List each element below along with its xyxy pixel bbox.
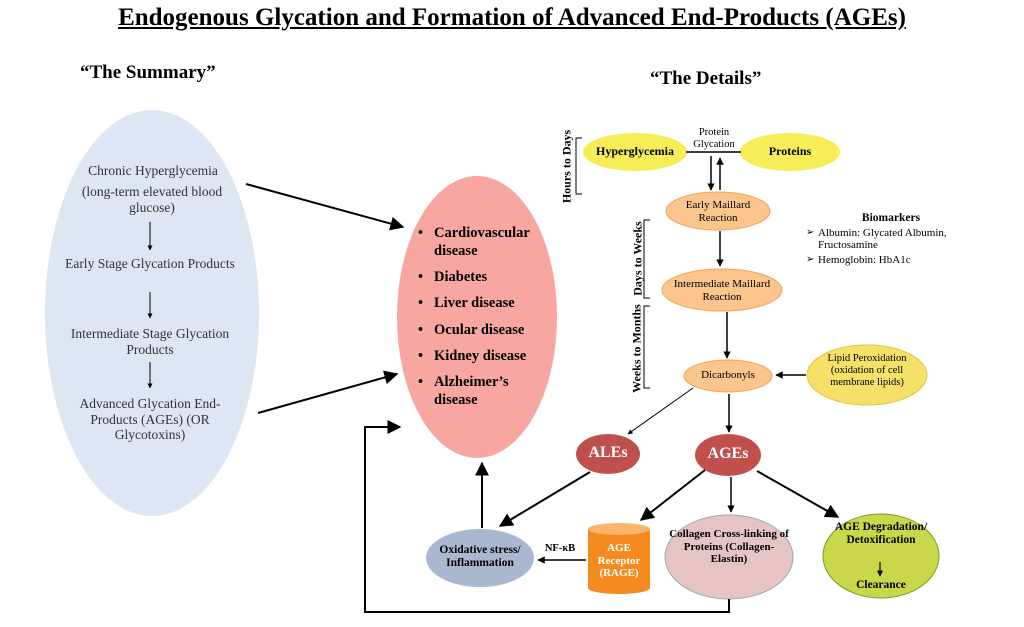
- disease-item: Ocular disease: [418, 321, 548, 339]
- nfkb-label: NF-κB: [544, 543, 576, 554]
- intermediate-maillard-label: Intermediate Maillard Reaction: [673, 278, 771, 303]
- biomarker-albumin: Albumin: Glycated Albumin, Fructosamine: [806, 227, 976, 251]
- feedback-loop-path: [364, 420, 730, 613]
- summary-step-early: Early Stage Glycation Products: [65, 256, 235, 271]
- disease-item: Diabetes: [418, 268, 548, 286]
- hyperglycemia-label: Hyperglycemia: [596, 144, 674, 158]
- summary-step-intermediate: Intermediate Stage Glycation Products: [70, 326, 230, 357]
- arrow-summary-to-disease-top: [245, 183, 405, 231]
- dicarbonyls-node: [683, 359, 773, 393]
- arrow-dicarbonyls-to-ales: [627, 387, 694, 435]
- lipid-peroxidation-node: [806, 344, 928, 406]
- bracket-days: [643, 219, 650, 299]
- details-heading: “The Details”: [650, 68, 762, 89]
- proteins-label: Proteins: [768, 144, 812, 158]
- collagen-label: Collagen Cross-linking of Proteins (Coll…: [669, 528, 789, 566]
- clearance-label: Clearance: [856, 579, 906, 591]
- disease-item: Liver disease: [418, 294, 548, 312]
- disease-list: Cardiovascular disease Diabetes Liver di…: [418, 224, 548, 417]
- summary-heading: “The Summary”: [80, 62, 216, 83]
- protein-glycation-label: Protein Glycation: [693, 127, 735, 150]
- ages-node: [695, 434, 761, 476]
- age-receptor-cylinder: [588, 523, 650, 594]
- disease-item: Alzheimer’s disease: [418, 373, 548, 409]
- disease-item: Cardiovascular disease: [418, 224, 548, 260]
- degradation-label: AGE Degradation/ Detoxification: [834, 521, 928, 547]
- summary-step-advanced: Advanced Glycation End-Products (AGEs) (…: [79, 396, 221, 443]
- time-label-weeks: Weeks to Months: [629, 304, 644, 393]
- biomarkers-box: Biomarkers Albumin: Glycated Albumin, Fr…: [806, 212, 976, 266]
- oxidative-stress-label: Oxidative stress/ Inflammation: [439, 544, 521, 570]
- degradation-node: [822, 513, 940, 599]
- time-label-hours: Hours to Days: [559, 129, 574, 204]
- arrow-ages-to-receptor: [639, 469, 706, 521]
- proteins-node: [740, 133, 840, 171]
- summary-step-hyperglycemia-detail: (long-term elevated blood glucose): [81, 184, 223, 215]
- early-maillard-node: [665, 191, 771, 231]
- arrow-ales-to-oxidative: [498, 471, 591, 527]
- ages-label: AGEs: [707, 445, 749, 462]
- intermediate-maillard-node: [661, 268, 783, 312]
- hyperglycemia-node: [583, 133, 687, 171]
- summary-ellipse: [45, 110, 259, 516]
- ales-node: [576, 434, 640, 474]
- disease-item: Kidney disease: [418, 347, 548, 365]
- bracket-hours: [575, 137, 582, 195]
- biomarkers-heading: Biomarkers: [861, 212, 921, 224]
- lipid-peroxidation-label: Lipid Peroxidation (oxidation of cell me…: [827, 353, 907, 389]
- oxidative-stress-node: [426, 529, 534, 587]
- biomarker-hemoglobin: Hemoglobin: HbA1c: [806, 254, 976, 266]
- summary-step-hyperglycemia: Chronic Hyperglycemia: [88, 163, 218, 178]
- arrow-ages-to-degradation: [756, 470, 840, 518]
- age-receptor-label: AGE Receptor (RAGE): [597, 542, 641, 580]
- early-maillard-label: Early Maillard Reaction: [685, 199, 751, 224]
- bracket-weeks: [643, 305, 650, 389]
- dicarbonyls-label: Dicarbonyls: [701, 369, 755, 381]
- ales-label: ALEs: [588, 444, 628, 461]
- arrow-summary-to-disease-bottom: [257, 370, 399, 414]
- page-title: Endogenous Glycation and Formation of Ad…: [118, 4, 906, 31]
